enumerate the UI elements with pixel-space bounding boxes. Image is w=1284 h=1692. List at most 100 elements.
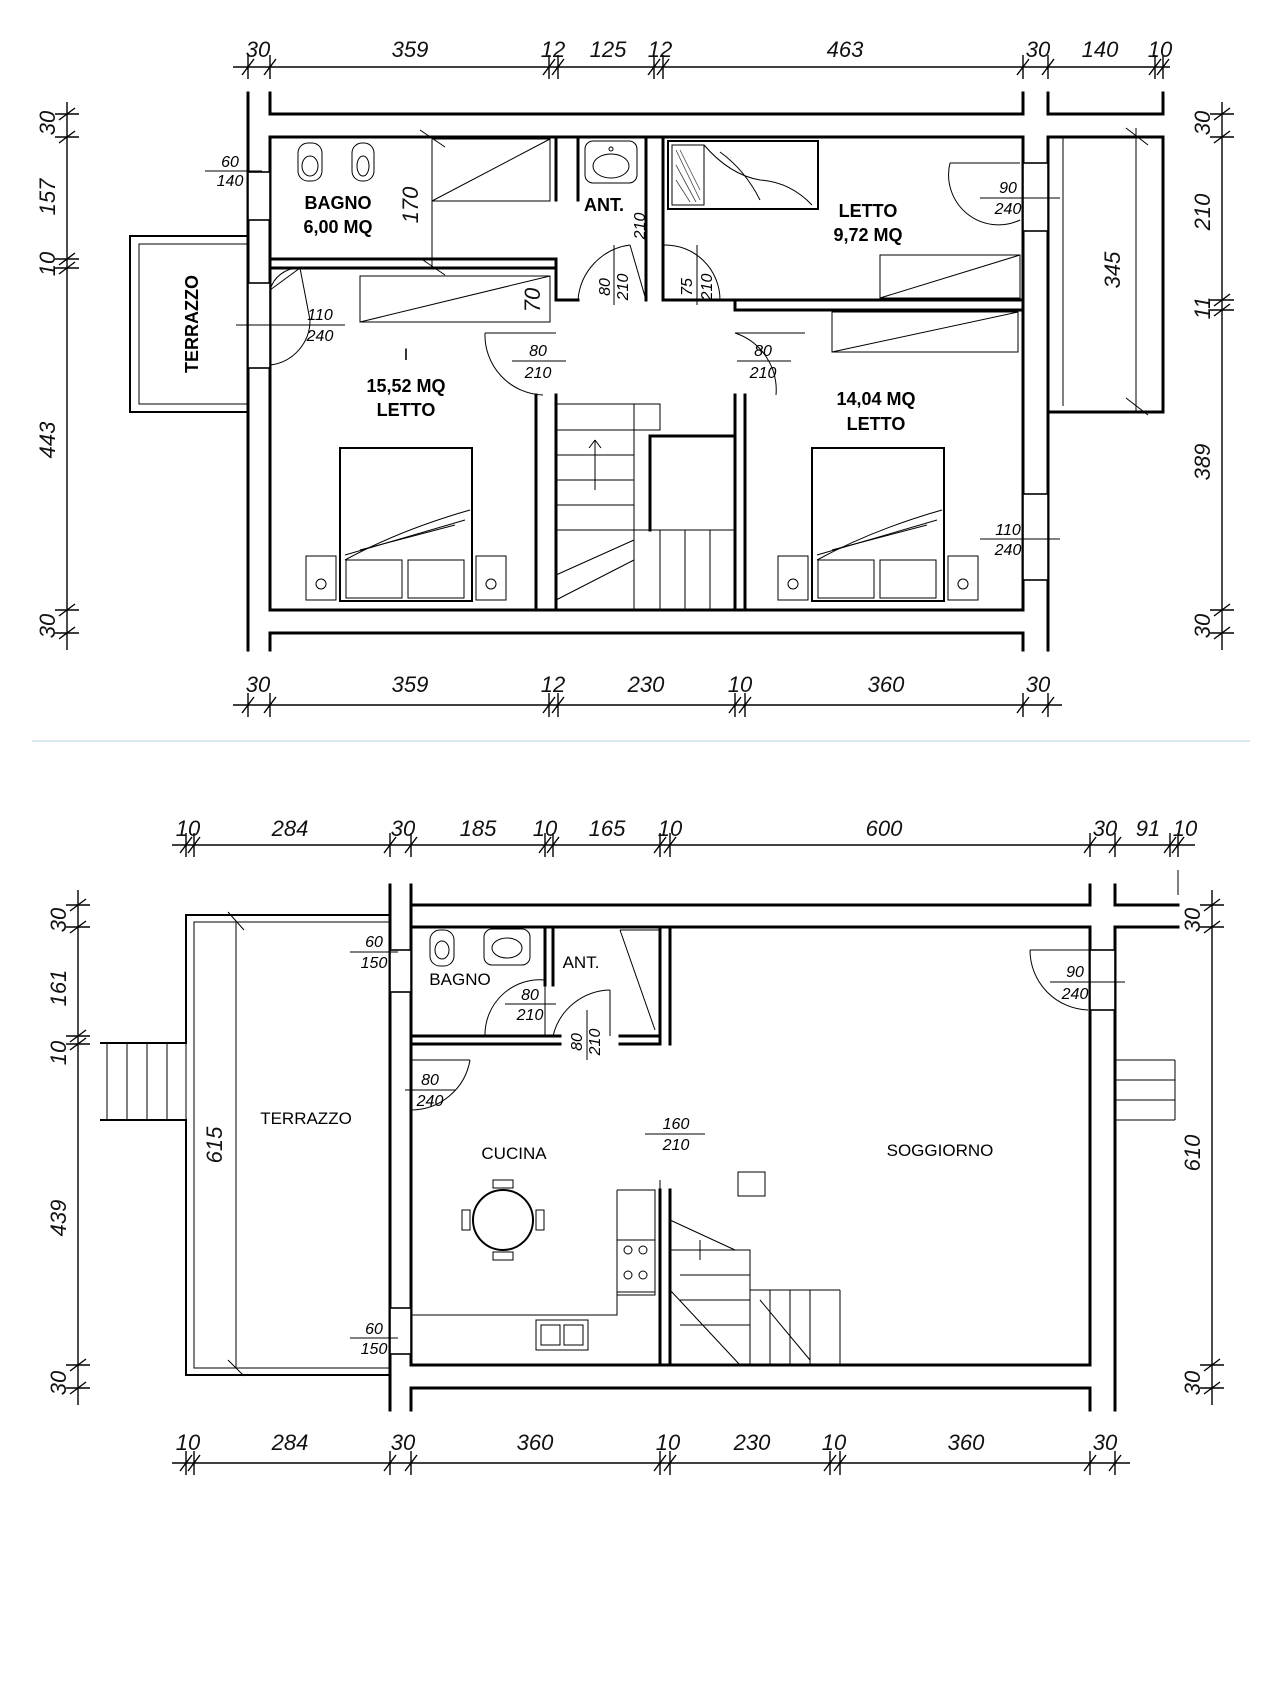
ground-cucina-label: CUCINA [481,1144,547,1163]
upper-stairs [555,403,735,611]
ground-dim-top-5: 165 [589,816,626,841]
ground-dim-top-2: 30 [391,816,416,841]
upper-interior-walls [268,135,1025,612]
upper-ant-label: ANT. [584,195,624,215]
upper-wardrobe-depth: 70 [520,287,545,312]
upper-dim-left-3: 443 [35,421,60,458]
upper-terrazzo-label: TERRAZZO [182,275,202,373]
upper-single-bed [667,140,819,210]
upper-note-door-terr-h: 240 [306,328,334,345]
upper-dim-top-4: 12 [648,37,672,62]
upper-room-labels: BAGNO 6,00 MQ ANT. LETTO 9,72 MQ I 15,52… [303,193,915,434]
upper-dim-top-5: 463 [827,37,864,62]
upper-dim-bottom-3: 230 [627,672,665,697]
ground-floor-plan: 10 284 30 185 10 165 10 600 30 91 10 10 … [46,816,1224,1475]
upper-double-bed-right [777,447,979,602]
upper-dims-right: 30 210 11 389 30 [1190,102,1234,650]
upper-note-win-right-h: 240 [994,542,1022,559]
ground-dim-top-4: 10 [533,816,558,841]
ground-dim-top-7: 600 [866,816,903,841]
ground-note-win-bagno-h: 150 [361,955,388,972]
ground-note-win-bagno-w: 60 [365,934,383,951]
upper-dims-top: 30 359 12 125 12 463 30 140 10 [233,37,1173,79]
ground-kitchen-fixtures [411,1179,661,1351]
upper-terrazzo: TERRAZZO [129,235,248,413]
ground-note-door-terr-w: 80 [421,1072,439,1089]
ground-bagno-label: BAGNO [429,970,490,989]
upper-bathroom-fixtures: 170 [297,129,638,276]
ground-dim-top-9: 91 [1136,816,1160,841]
ground-dim-left-2: 10 [46,1040,71,1065]
upper-shower-len: 170 [398,186,423,223]
upper-dim-bottom-1: 359 [392,672,429,697]
ground-dims-left: 30 161 10 439 30 [46,890,90,1405]
upper-closet-right: 345 [1062,127,1149,416]
ground-terrazzo-len: 615 [202,1126,227,1163]
upper-dim-left-4: 30 [35,613,60,638]
ground-note-door-terr-h: 240 [416,1093,444,1110]
upper-dim-right-4: 30 [1190,613,1215,638]
ground-soggiorno-label: SOGGIORNO [887,1141,994,1160]
upper-dim-left-1: 157 [35,178,60,215]
ground-opening-notes: 60 150 80 210 80 210 90 240 80 240 160 2… [350,934,1125,1358]
upper-dim-right-3: 389 [1190,444,1215,481]
ground-stairs [669,1059,1176,1366]
upper-doors [269,162,1021,396]
ground-dim-top-10: 10 [1173,816,1198,841]
ground-dim-bottom-7: 360 [948,1430,985,1455]
ground-dim-bottom-1: 284 [271,1430,309,1455]
upper-dim-bottom-0: 30 [246,672,271,697]
ground-room-labels: BAGNO ANT. CUCINA SOGGIORNO [429,953,993,1163]
ground-note-door-ant-h: 210 [587,1029,604,1057]
upper-bagno-name: BAGNO [305,193,372,213]
upper-dims-left: 30 157 10 443 30 [35,102,79,650]
upper-dim-top-7: 140 [1082,37,1119,62]
upper-note-ant-right-h: 210 [699,274,716,302]
ground-dim-bottom-5: 230 [733,1430,771,1455]
upper-letto-right-area: 14,04 MQ [836,389,915,409]
ground-dim-bottom-4: 10 [656,1430,681,1455]
upper-dim-right-0: 30 [1190,110,1215,135]
ground-dim-top-6: 10 [658,816,683,841]
upper-note-door-l-w: 80 [529,343,547,360]
upper-note-door-r-w: 80 [754,343,772,360]
upper-opening-notes: 60 140 210 90 240 110 240 80 210 75 210 … [205,154,1060,559]
upper-note-win-letto-w: 90 [999,180,1017,197]
ground-note-opening-w: 160 [663,1116,690,1133]
upper-dim-bottom-6: 30 [1026,672,1051,697]
ground-dims-right: 30 610 30 [1180,890,1224,1405]
upper-note-win-bagno-h: 140 [217,173,244,190]
upper-dim-top-6: 30 [1026,37,1051,62]
upper-dim-bottom-5: 360 [868,672,905,697]
ground-doors [410,929,1090,1111]
upper-wardrobes: 70 [359,254,1021,353]
ground-note-door-bagno-w: 80 [521,987,539,1004]
ground-note-opening-h: 210 [662,1137,690,1154]
ground-dim-top-8: 30 [1093,816,1118,841]
upper-bagno-area: 6,00 MQ [303,217,372,237]
ground-dim-bottom-3: 360 [517,1430,554,1455]
upper-note-ant-left-w: 80 [597,278,614,296]
ground-dim-left-0: 30 [46,907,71,932]
upper-dim-top-3: 125 [590,37,627,62]
ground-dims-bottom: 10 284 30 360 10 230 10 360 30 [172,1430,1130,1475]
upper-letto-small-area: 9,72 MQ [833,225,902,245]
upper-dim-left-2: 10 [35,251,60,276]
upper-note-door-r-h: 210 [749,365,777,382]
upper-dim-bottom-2: 12 [541,672,565,697]
upper-note-ant-left-h: 210 [615,274,632,302]
upper-letto-left-area: 15,52 MQ [366,376,445,396]
upper-note-win-letto-h: 240 [994,201,1022,218]
ground-note-win-cucina-h: 150 [361,1341,388,1358]
upper-section-marker: I [404,345,409,364]
ground-dim-top-3: 185 [460,816,497,841]
upper-dim-left-0: 30 [35,110,60,135]
ground-dim-left-3: 439 [46,1200,71,1237]
ground-terrazzo-label: TERRAZZO [260,1109,352,1128]
ground-note-win-entry-w: 90 [1066,964,1084,981]
ground-dim-right-1: 610 [1180,1134,1205,1171]
ground-note-door-bagno-h: 210 [516,1007,544,1024]
upper-double-bed-left [305,447,507,602]
upper-note-win-right-w: 110 [995,522,1021,539]
